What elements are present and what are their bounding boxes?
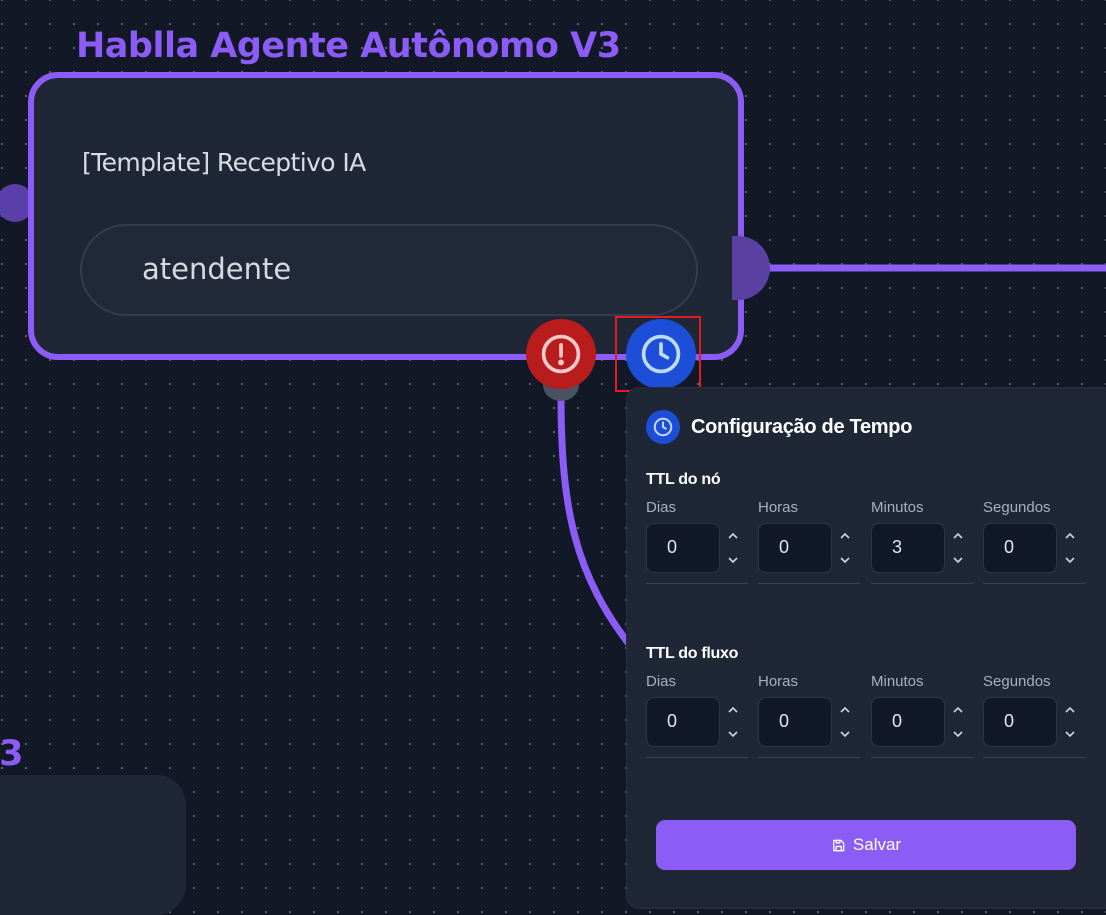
- node-ttl-minutes: Minutos 3: [871, 499, 973, 584]
- chevron-up-icon[interactable]: [1063, 529, 1077, 543]
- flow-ttl-days: Dias 0: [646, 673, 748, 758]
- days-input[interactable]: 0: [646, 697, 720, 747]
- chevron-up-icon[interactable]: [951, 529, 965, 543]
- field-label: Dias: [646, 499, 677, 516]
- chevron-up-icon[interactable]: [951, 703, 965, 717]
- field-divider: [983, 583, 1085, 584]
- minutes-input[interactable]: 3: [871, 523, 945, 573]
- flow-ttl-minutes: Minutos 0: [871, 673, 973, 758]
- chevron-up-icon[interactable]: [1063, 703, 1077, 717]
- field-label: Segundos: [983, 499, 1051, 516]
- bottom-node-title-text: V3: [0, 734, 24, 774]
- field-divider: [646, 757, 748, 758]
- field-label: Minutos: [871, 673, 924, 690]
- bottom-node-title: V3: [0, 734, 23, 774]
- connection-lines: [557, 264, 1106, 651]
- node-ttl-label: TTL do nó: [646, 471, 721, 488]
- chevron-up-icon[interactable]: [838, 703, 852, 717]
- bottom-node-card[interactable]: [0, 775, 186, 915]
- chevron-up-icon[interactable]: [838, 529, 852, 543]
- field-value: 0: [1004, 711, 1015, 731]
- flow-ttl-seconds: Segundos 0: [983, 673, 1085, 758]
- time-config-button[interactable]: [626, 319, 696, 389]
- field-value: 0: [1004, 537, 1015, 557]
- connection-edge-down: [557, 394, 635, 651]
- panel-clock-badge: [646, 410, 680, 444]
- field-divider: [871, 583, 973, 584]
- chevron-down-icon[interactable]: [1063, 727, 1077, 741]
- field-value: 0: [892, 711, 903, 731]
- chevron-down-icon[interactable]: [951, 553, 965, 567]
- save-icon: [833, 839, 845, 851]
- agent-name: atendente: [142, 252, 292, 286]
- flow-ttl-label: TTL do fluxo: [646, 645, 739, 662]
- save-button-label: Salvar: [852, 835, 902, 854]
- save-button[interactable]: Salvar: [656, 820, 1076, 870]
- field-divider: [758, 583, 860, 584]
- seconds-stepper[interactable]: [1063, 527, 1081, 571]
- node-ttl-hours: Horas 0: [758, 499, 860, 584]
- days-input[interactable]: 0: [646, 523, 720, 573]
- seconds-input[interactable]: 0: [983, 523, 1057, 573]
- minutes-stepper[interactable]: [951, 527, 969, 571]
- clock-icon: [653, 417, 673, 437]
- flow-ttl-hours: Horas 0: [758, 673, 860, 758]
- field-divider: [871, 757, 973, 758]
- panel-title: Configuração de Tempo: [691, 415, 913, 438]
- agent-node-card[interactable]: [Template] Receptivo IA atendente: [28, 72, 744, 360]
- field-label: Minutos: [871, 499, 924, 516]
- hours-stepper[interactable]: [838, 527, 856, 571]
- chevron-down-icon[interactable]: [726, 553, 740, 567]
- panel-header: Configuração de Tempo: [646, 410, 912, 444]
- chevron-down-icon[interactable]: [726, 727, 740, 741]
- field-divider: [646, 583, 748, 584]
- field-value: 0: [667, 711, 678, 731]
- node-title: Hablla Agente Autônomo V3: [76, 26, 621, 66]
- node-ttl-seconds: Segundos 0: [983, 499, 1085, 584]
- minutes-stepper[interactable]: [951, 701, 969, 745]
- field-value: 3: [892, 537, 903, 557]
- highlight-box: [615, 316, 701, 392]
- hours-input[interactable]: 0: [758, 523, 832, 573]
- seconds-input[interactable]: 0: [983, 697, 1057, 747]
- seconds-stepper[interactable]: [1063, 701, 1081, 745]
- hours-stepper[interactable]: [838, 701, 856, 745]
- field-value: 0: [667, 537, 678, 557]
- chevron-down-icon[interactable]: [1063, 553, 1077, 567]
- chevron-down-icon[interactable]: [838, 553, 852, 567]
- minutes-input[interactable]: 0: [871, 697, 945, 747]
- node-ttl-days: Dias 0: [646, 499, 748, 584]
- field-label: Dias: [646, 673, 677, 690]
- chevron-up-icon[interactable]: [726, 703, 740, 717]
- chevron-down-icon[interactable]: [951, 727, 965, 741]
- field-label: Segundos: [983, 673, 1051, 690]
- field-divider: [983, 757, 1085, 758]
- days-stepper[interactable]: [726, 527, 744, 571]
- field-divider: [758, 757, 860, 758]
- field-label: Horas: [758, 673, 799, 690]
- node-subtitle: [Template] Receptivo IA: [82, 148, 366, 177]
- hours-input[interactable]: 0: [758, 697, 832, 747]
- days-stepper[interactable]: [726, 701, 744, 745]
- chevron-up-icon[interactable]: [726, 529, 740, 543]
- exclamation-circle-icon: [541, 334, 581, 374]
- clock-icon: [641, 334, 681, 374]
- time-config-panel: Configuração de Tempo TTL do nó Dias 0 H…: [627, 388, 1106, 908]
- alert-button[interactable]: [526, 319, 596, 389]
- field-value: 0: [779, 537, 790, 557]
- agent-name-pill[interactable]: atendente: [80, 224, 698, 316]
- field-value: 0: [779, 711, 790, 731]
- field-label: Horas: [758, 499, 799, 516]
- chevron-down-icon[interactable]: [838, 727, 852, 741]
